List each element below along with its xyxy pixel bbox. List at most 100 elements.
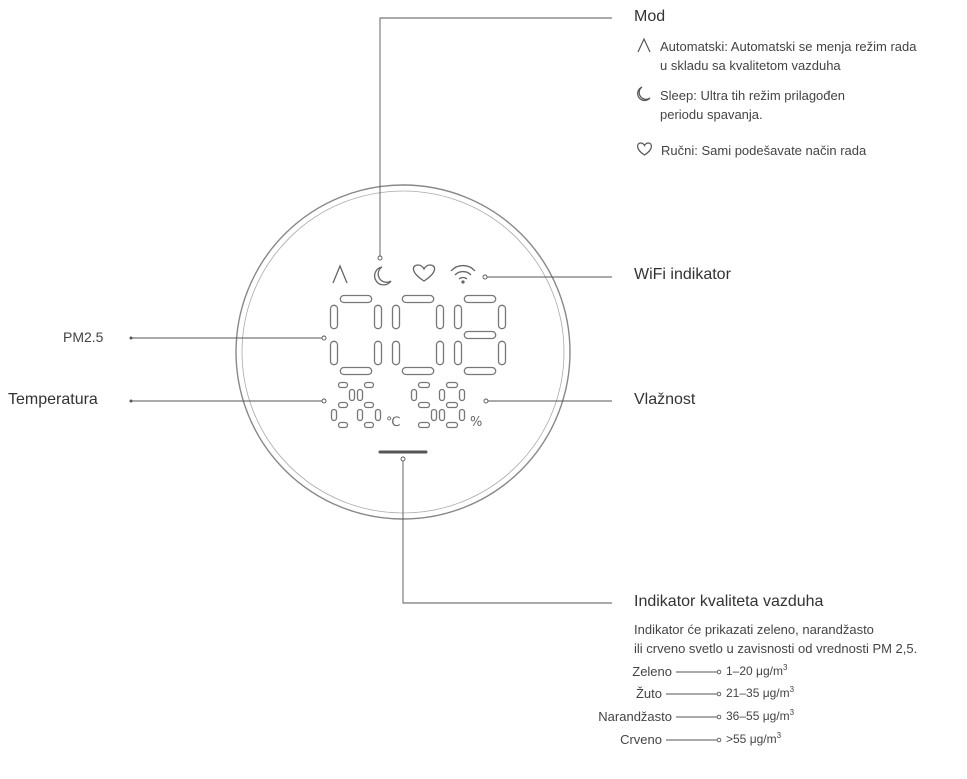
segment-c: [430, 408, 438, 422]
segment-f: [453, 304, 463, 330]
segment-g: [363, 401, 375, 409]
temperature-unit: ℃: [386, 415, 401, 430]
pm25-digits: [329, 294, 507, 376]
segment-b: [435, 304, 445, 330]
level-range-orange: 36–55 μg/m3: [726, 708, 795, 723]
segment-c: [435, 340, 445, 366]
segment-b: [458, 388, 466, 402]
segment-e: [356, 408, 364, 422]
pm25-digit-0: [329, 294, 383, 376]
mode-item-sleep: Sleep: Ultra tih režim prilagođen period…: [636, 86, 845, 124]
segment-g: [445, 401, 459, 409]
segment-a: [337, 381, 349, 389]
humidity-digits: [410, 381, 466, 429]
mode-sleep-line2: periodu spavanja.: [660, 107, 763, 122]
segment-d: [363, 421, 375, 429]
display-auto-icon: [332, 264, 348, 284]
segment-a: [401, 294, 435, 304]
level-leader-dot: [716, 737, 722, 743]
humidity-digit-1: [438, 381, 466, 429]
mode-item-auto: Automatski: Automatski se menja režim ra…: [636, 37, 917, 75]
mode-sleep-line1: Sleep: Ultra tih režim prilagođen: [660, 88, 845, 103]
segment-c: [497, 340, 507, 366]
segment-d: [339, 366, 373, 376]
air-quality-leader-line: [402, 459, 612, 604]
mode-manual-line1: Ručni: Sami podešavate način rada: [661, 143, 867, 158]
display-heart-icon: [412, 264, 436, 282]
segment-a: [445, 381, 459, 389]
temperature-label: Temperatura: [8, 391, 98, 408]
humidity-digit-0: [410, 381, 438, 429]
level-range-red: >55 μg/m3: [726, 731, 782, 746]
pm25-leader-end: [129, 336, 133, 340]
level-leader-dot: [716, 714, 722, 720]
segment-e: [329, 340, 339, 366]
wifi-leader-dot: [482, 274, 488, 280]
segment-f: [329, 304, 339, 330]
display-moon-icon: [373, 266, 392, 286]
segment-d: [337, 421, 349, 429]
mode-leader-line: [379, 17, 612, 258]
segment-c: [373, 340, 383, 366]
segment-b: [497, 304, 507, 330]
segment-c: [458, 408, 466, 422]
humidity-label: Vlažnost: [634, 391, 696, 408]
level-leader-dot: [716, 669, 722, 675]
segment-d: [417, 421, 431, 429]
level-name-red: Crveno: [620, 732, 662, 747]
segment-a: [417, 381, 431, 389]
segment-g: [417, 401, 431, 409]
segment-f: [438, 388, 446, 402]
mode-label: Mod: [634, 8, 666, 25]
temperature-leader-dot: [321, 398, 327, 404]
segment-c: [374, 408, 382, 422]
mode-leader-dot: [377, 255, 383, 261]
humidity-unit: %: [470, 415, 482, 430]
segment-e: [391, 340, 401, 366]
segment-a: [363, 381, 375, 389]
level-name-green: Zeleno: [632, 664, 672, 679]
air-quality-leader-dot: [400, 456, 406, 462]
air-quality-label: Indikator kvaliteta vazduha: [634, 593, 824, 610]
mode-auto-line1: Automatski: Automatski se menja režim ra…: [660, 39, 917, 54]
temperature-leader-end: [129, 399, 133, 403]
level-name-orange: Narandžasto: [598, 709, 672, 724]
level-range-yellow: 21–35 μg/m3: [726, 685, 795, 700]
segment-f: [391, 304, 401, 330]
segment-d: [445, 421, 459, 429]
segment-d: [401, 366, 435, 376]
air-quality-desc-line1: Indikator će prikazati zeleno, narandžas…: [634, 622, 874, 637]
pm25-digit-2: [453, 294, 507, 376]
level-leader-dot: [716, 691, 722, 697]
segment-a: [463, 294, 497, 304]
air-quality-desc-line2: ili crveno svetlo u zavisnosti od vredno…: [634, 641, 918, 656]
pm25-leader-dot: [321, 335, 327, 341]
segment-b: [348, 388, 356, 402]
segment-a: [339, 294, 373, 304]
pm25-label: PM2.5: [63, 329, 104, 345]
moon-icon: [637, 86, 651, 102]
heart-icon: [637, 142, 652, 156]
temperature-digits: [330, 381, 382, 429]
wifi-label: WiFi indikator: [634, 266, 731, 283]
segment-e: [330, 408, 338, 422]
humidity-leader-dot: [483, 398, 489, 404]
auto-a-icon: [637, 37, 651, 53]
mode-auto-line2: u skladu sa kvalitetom vazduha: [660, 58, 841, 73]
display-wifi-icon: [450, 265, 476, 284]
segment-b: [373, 304, 383, 330]
mode-item-manual: Ručni: Sami podešavate način rada: [636, 141, 866, 160]
segment-e: [438, 408, 446, 422]
segment-g: [463, 330, 497, 340]
segment-g: [337, 401, 349, 409]
segment-f: [410, 388, 418, 402]
level-range-green: 1–20 μg/m3: [726, 663, 788, 678]
level-name-yellow: Žuto: [635, 686, 662, 701]
segment-f: [356, 388, 364, 402]
pm25-digit-1: [391, 294, 445, 376]
segment-d: [463, 366, 497, 376]
air-quality-description: Indikator će prikazati zeleno, narandžas…: [634, 620, 917, 658]
temperature-digit-1: [356, 381, 382, 429]
temperature-digit-0: [330, 381, 356, 429]
